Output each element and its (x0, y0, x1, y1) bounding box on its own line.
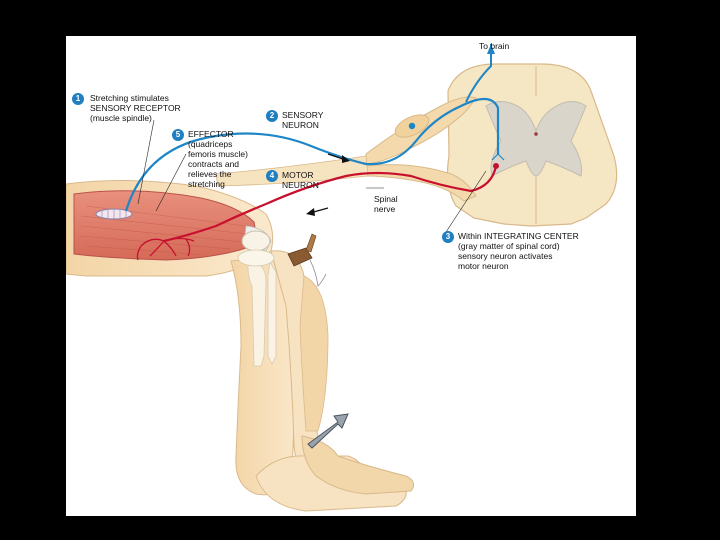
step-2-label: SENSORY NEURON (282, 110, 323, 130)
step-4-badge: 4 (266, 170, 278, 182)
step-5-line-5: relieves the (188, 169, 248, 179)
step-5-badge: 5 (172, 129, 184, 141)
to-brain-label: To brain (479, 41, 509, 51)
spinal-cord-cross-section (216, 64, 617, 226)
step-2-badge: 2 (266, 110, 278, 122)
step-3-label: Within INTEGRATING CENTER (gray matter o… (458, 231, 579, 271)
step-4-line-2: NEURON (282, 180, 319, 190)
step-3-line-2: (gray matter of spinal cord) (458, 241, 579, 251)
step-1-line-2: SENSORY RECEPTOR (90, 103, 181, 113)
step-3-line-1: Within INTEGRATING CENTER (458, 231, 579, 241)
step-5-line-1: EFFECTOR (188, 129, 248, 139)
spinal-nerve-line-1: Spinal (374, 194, 398, 204)
step-2-line-1: SENSORY (282, 110, 323, 120)
step-2-line-2: NEURON (282, 120, 323, 130)
step-5-line-4: contracts and (188, 159, 248, 169)
step-5-line-2: (quadriceps (188, 139, 248, 149)
diagram-panel: To brain 1 Stretching stimulates SENSORY… (66, 36, 636, 516)
step-5-line-3: femoris muscle) (188, 149, 248, 159)
step-1-label: Stretching stimulates SENSORY RECEPTOR (… (90, 93, 181, 123)
step-3-badge: 3 (442, 231, 454, 243)
step-1-line-3: (muscle spindle) (90, 113, 181, 123)
step-5-label: EFFECTOR (quadriceps femoris muscle) con… (188, 129, 248, 189)
arrow-left-icon (306, 208, 328, 216)
step-1-badge: 1 (72, 93, 84, 105)
spinal-nerve-line-2: nerve (374, 204, 398, 214)
step-3-line-4: motor neuron (458, 261, 579, 271)
step-4-line-1: MOTOR (282, 170, 319, 180)
spinal-nerve-label: Spinal nerve (374, 194, 398, 214)
lower-leg (231, 250, 414, 511)
step-5-line-6: stretching (188, 179, 248, 189)
step-3-line-3: sensory neuron activates (458, 251, 579, 261)
central-canal (534, 132, 538, 136)
step-1-line-1: Stretching stimulates (90, 93, 181, 103)
patella (242, 231, 270, 251)
step-4-label: MOTOR NEURON (282, 170, 319, 190)
